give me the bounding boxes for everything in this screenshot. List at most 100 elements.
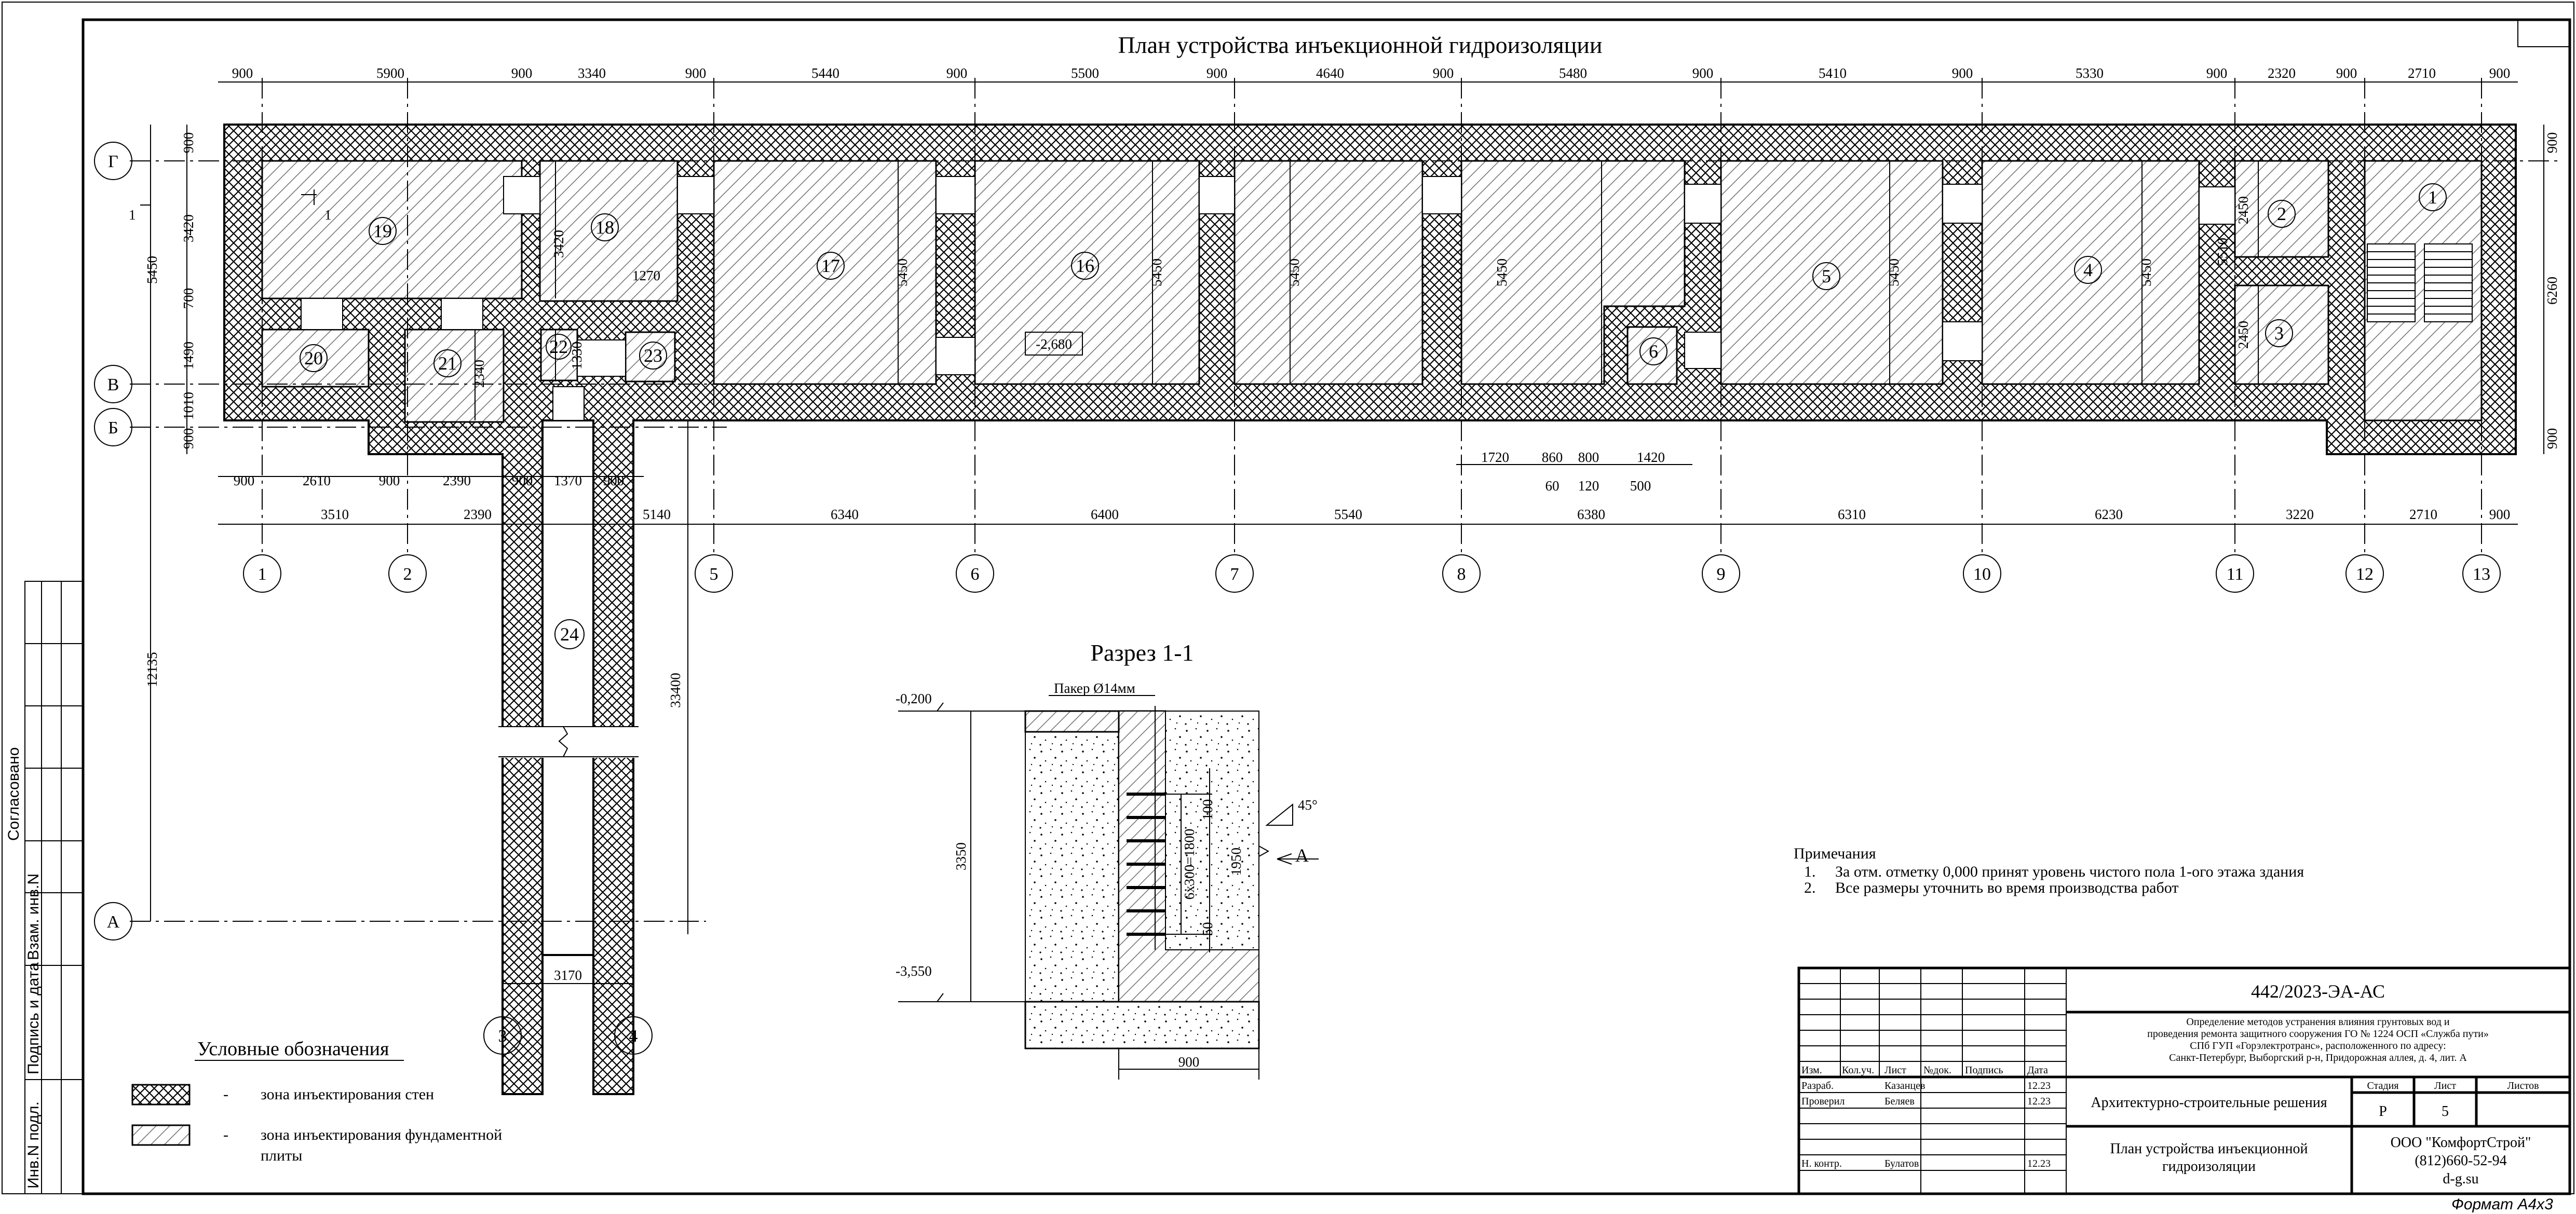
top-dims-label: 900	[2489, 65, 2511, 81]
axis-label-5: 5	[710, 565, 718, 584]
stamp-date-2: 12.23	[2027, 1096, 2051, 1107]
room-label-22: 22	[549, 336, 568, 357]
room-5	[1720, 160, 1944, 385]
left-dims-label: 700	[181, 288, 196, 309]
section-cut-mark-left	[140, 192, 151, 223]
axis-label-10: 10	[1973, 565, 1991, 584]
mid-dims-label: 900	[512, 473, 533, 488]
axis-dims-label: 6400	[1091, 507, 1119, 522]
stamp-drawing-title-1: План устройства инъекционной	[2110, 1141, 2308, 1157]
axis-label-6: 6	[971, 565, 980, 584]
stamp-desc-3: СПб ГУП «Горэлектротранс», расположенног…	[2190, 1040, 2446, 1052]
axis-dims-label: 2390	[464, 507, 492, 522]
room-16	[974, 160, 1200, 385]
note-1-num: 1.	[1804, 863, 1816, 880]
section-level-bottom: -3,550	[896, 963, 932, 979]
section-width: 900	[1178, 1054, 1200, 1070]
room-label-21: 21	[438, 353, 457, 374]
stamp-phone: (812)660-52-94	[2415, 1153, 2506, 1169]
stamp-drawing-title-2: гидроизоляции	[2162, 1158, 2256, 1175]
section-slab	[1024, 1001, 1260, 1049]
top-dims-label: 900	[1692, 65, 1714, 81]
stamp-role-1: Разраб.	[1801, 1080, 1834, 1092]
right-dims-label: 6260	[2544, 277, 2560, 305]
stamp-date-1: 12.23	[2027, 1080, 2051, 1092]
stamp-col-date: Дата	[2027, 1065, 2048, 1076]
break-zig	[558, 726, 568, 757]
stamp-sheet: 5	[2442, 1103, 2449, 1120]
axis-label-11: 11	[2227, 565, 2244, 584]
top-dims-label: 900	[2336, 65, 2357, 81]
top-dims-label: 900	[1952, 65, 1973, 81]
section-cut-mark-right	[301, 189, 317, 205]
stamp-col-kol: Кол.уч.	[1842, 1065, 1874, 1076]
stamp-col-sign: Подпись	[1965, 1065, 2003, 1076]
section-marker-right: 1	[324, 207, 332, 223]
axis-dims-label: 5140	[643, 507, 671, 522]
section-packer: Пакер Ø14мм	[1054, 680, 1135, 696]
stamp-stage-header: Стадия	[2367, 1080, 2398, 1092]
dim-5450-5: 5450	[1886, 258, 1902, 287]
dim-1330: 1330	[569, 342, 585, 370]
axis-dims-label: 6310	[1838, 507, 1866, 522]
top-dims-label: 900	[1206, 65, 1228, 81]
section-soil-left	[1025, 711, 1119, 1002]
top-dims-label: 5410	[1819, 65, 1847, 81]
stamp-desc-4: Санкт-Петербург, Выборгский р-н, Придоро…	[2169, 1052, 2467, 1063]
inner-dimension-texts: 3420 1270 5450 5450 5450 5450 5450 5450 …	[471, 196, 2251, 983]
dim-5510: 5510	[2215, 238, 2230, 266]
format-label: Формат А4х3	[2451, 1196, 2553, 1213]
stamp-col-doc: №док.	[1923, 1065, 1951, 1076]
dim-3170: 3170	[554, 967, 582, 983]
stamp-section-name: Архитектурно-строительные решения	[2091, 1095, 2327, 1111]
notch-dims-label: 120	[1578, 478, 1599, 494]
top-dims-label: 900	[685, 65, 707, 81]
side-stamp-inv: Инв.N подл.	[25, 1101, 42, 1189]
room-2	[2234, 160, 2329, 258]
top-dims-label: 900	[946, 65, 968, 81]
section-1-1: Разрез 1-1 Пакер Ø14мм -0,200 -3,550 335…	[896, 639, 1319, 1080]
room-label-18: 18	[595, 217, 614, 238]
legend-swatch-slab	[131, 1124, 191, 1146]
drawing-title: План устройства инъекционной гидроизоляц…	[1118, 32, 1602, 58]
top-dims-label: 5500	[1071, 65, 1099, 81]
room-label-4: 4	[2083, 260, 2093, 280]
room-label-19: 19	[373, 221, 392, 241]
room-dim-lines	[474, 161, 2259, 420]
axis-dims-label: 900	[2489, 507, 2511, 522]
axis-bubbles: 1 2 5 6 7 8 9 10 11 12 13 3 4 Г В Б А	[94, 142, 2501, 1055]
top-dims-label: 900	[232, 65, 253, 81]
axis-dims-label: 2710	[2409, 507, 2437, 522]
notch-dims-label: 1720	[1481, 449, 1509, 465]
axis-label-3: 3	[498, 1027, 507, 1046]
mid-dims-label: 2390	[443, 473, 471, 488]
stamp-code: 442/2023-ЭА-АС	[2251, 981, 2385, 1002]
mid-dims-label: 900	[234, 473, 255, 488]
break-line	[498, 726, 639, 757]
notch-dims-label: 500	[1630, 478, 1651, 494]
room-17	[713, 160, 937, 385]
notes: Примечания 1. За отм. отметку 0,000 прин…	[1794, 845, 2304, 896]
left-dims-label: 900	[181, 132, 196, 154]
room-3	[2234, 284, 2329, 385]
section-marker-left: 1	[129, 207, 136, 223]
legend: Условные обозначения - зона инъектирован…	[131, 1038, 502, 1164]
room-7	[1233, 160, 1423, 385]
mid-dims-label: 900	[379, 473, 400, 488]
room-6	[1626, 326, 1678, 385]
room-19	[261, 160, 523, 299]
note-1-text: За отм. отметку 0,000 принят уровень чис…	[1835, 863, 2304, 880]
dim-5450-4: 5450	[2138, 258, 2154, 287]
axis-dims-label: 5540	[1334, 507, 1362, 522]
legend-label-wall: зона инъектирования стен	[261, 1086, 434, 1103]
stamp-role-2: Проверил	[1801, 1096, 1845, 1107]
axis-dims-label: 3220	[2286, 507, 2314, 522]
left-dims-label: 1490	[181, 342, 196, 370]
legend-swatch-wall	[131, 1084, 191, 1106]
stamp-stage: Р	[2379, 1103, 2387, 1120]
axis-label-8: 8	[1457, 565, 1466, 584]
section-d1950: 1950	[1228, 848, 1244, 876]
